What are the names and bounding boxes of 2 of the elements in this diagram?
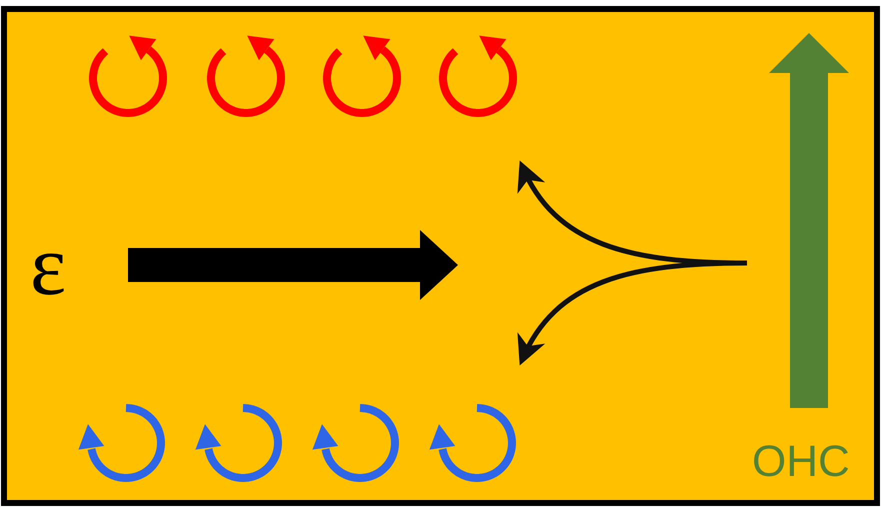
axis-label: OHC	[752, 440, 850, 484]
epsilon-symbol: ε	[30, 222, 66, 308]
